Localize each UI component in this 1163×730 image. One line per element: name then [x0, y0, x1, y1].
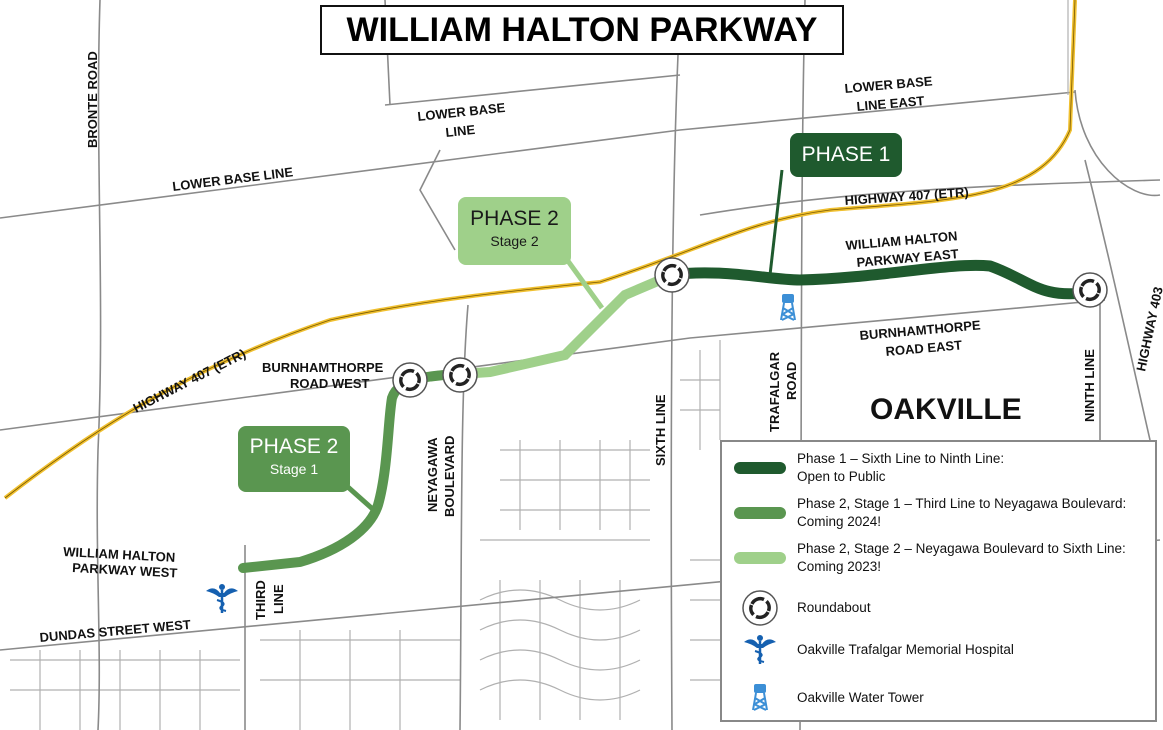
callout-subtitle: Stage 1 [269, 461, 319, 477]
legend-item-water-tower: Oakville Water Tower [722, 680, 924, 716]
roundabout-icon [1071, 271, 1109, 309]
label-lower-base-line-2: LINE [445, 122, 476, 140]
legend-item-phase2-stage1: Phase 2, Stage 1 – Third Line to Neyagaw… [722, 495, 1126, 531]
roundabout-icon [391, 361, 429, 399]
roundabout-icon [741, 590, 778, 626]
label-sixth-line: SIXTH LINE [653, 394, 668, 466]
label-lower-base-line-west: LOWER BASE LINE [172, 164, 295, 194]
legend-label: Open to Public [797, 469, 886, 484]
legend-item-phase2-stage2: Phase 2, Stage 2 – Neyagawa Boulevard to… [722, 540, 1126, 576]
label-trafalgar-2: ROAD [784, 362, 799, 400]
label-burnhamthorpe-west-2: ROAD WEST [290, 376, 370, 391]
callout-title: PHASE 2 [470, 207, 559, 230]
hospital-icon [742, 633, 777, 666]
callout-phase2-stage1: PHASE 2 Stage 1 [238, 426, 350, 492]
roundabout-icon [441, 356, 479, 394]
label-burnhamthorpe-east-2: ROAD EAST [885, 337, 963, 359]
phase2-stage1-line-icon [733, 507, 786, 519]
legend-label: Roundabout [797, 600, 871, 615]
label-highway-403: HIGHWAY 403 [1133, 285, 1163, 372]
residential-streets [10, 340, 721, 730]
label-neyagawa-2: BOULEVARD [442, 436, 457, 517]
callout-subtitle: Stage 2 [490, 233, 539, 249]
legend-item-phase1: Phase 1 – Sixth Line to Ninth Line: Open … [722, 450, 1004, 486]
legend-label: Oakville Water Tower [797, 690, 924, 705]
phase2-stage2-line-icon [733, 552, 786, 564]
water-tower-icon [780, 293, 796, 321]
callout-phase1: PHASE 1 [790, 133, 902, 177]
label-bronte-road: BRONTE ROAD [85, 51, 100, 148]
legend-label: Oakville Trafalgar Memorial Hospital [797, 642, 1014, 657]
label-dundas: DUNDAS STREET WEST [39, 617, 191, 645]
callout-phase2-stage2: PHASE 2 Stage 2 [458, 197, 571, 265]
label-whp-west: WILLIAM HALTON [63, 544, 176, 565]
label-third-line: THIRD [253, 580, 268, 620]
label-ninth-line: NINTH LINE [1082, 349, 1097, 422]
water-tower-icon [751, 683, 768, 711]
roundabout-icon [653, 256, 691, 294]
label-trafalgar: TRAFALGAR [767, 351, 782, 432]
label-neyagawa: NEYAGAWA [425, 437, 440, 512]
phase1-line-icon [733, 462, 786, 474]
legend: Phase 1 – Sixth Line to Ninth Line: Open … [720, 440, 1157, 722]
hospital-icon [204, 582, 240, 615]
label-burnhamthorpe-west: BURNHAMTHORPE [262, 360, 384, 375]
callout-phase1-title: PHASE 1 [801, 143, 891, 166]
label-whp-west-2: PARKWAY WEST [72, 560, 178, 580]
label-third-line-2: LINE [271, 584, 286, 614]
label-lower-base-line: LOWER BASE [417, 100, 507, 124]
phase1-route [666, 259, 1096, 300]
phase2-stage2-route [455, 270, 677, 379]
map-title: WILLIAM HALTON PARKWAY [320, 5, 844, 55]
legend-label: Coming 2024! [797, 514, 882, 529]
town-label: OAKVILLE [870, 393, 1022, 426]
legend-label: Phase 2, Stage 2 – Neyagawa Boulevard to… [797, 541, 1126, 556]
legend-label: Phase 2, Stage 1 – Third Line to Neyagaw… [797, 496, 1127, 511]
legend-item-roundabout: Roundabout [722, 590, 871, 626]
label-lower-base-line-east-2: LINE EAST [856, 93, 925, 114]
legend-item-hospital: Oakville Trafalgar Memorial Hospital [722, 632, 1014, 668]
legend-label: Coming 2023! [797, 559, 882, 574]
legend-label: Phase 1 – Sixth Line to Ninth Line: [797, 451, 1005, 466]
callout-title: PHASE 2 [249, 435, 339, 458]
